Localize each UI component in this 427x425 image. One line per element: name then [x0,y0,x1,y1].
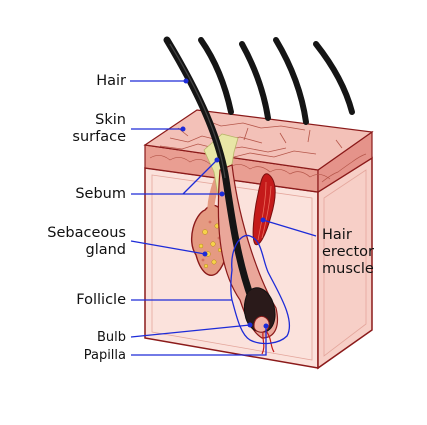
label-bulb: Bulb [96,330,126,345]
label-skin-surface: Skin surface [72,112,126,145]
label-sebum: Sebum [75,186,126,202]
bulb-leader [130,324,251,338]
epidermis-cells [149,153,367,183]
sebum-leader [131,159,222,195]
label-papilla: Papilla [83,348,126,363]
muscle-leader [262,219,317,237]
main-hair-shaft [163,36,256,304]
hair-erector-muscle [252,173,276,246]
muscle-fibers [257,181,272,241]
hair-shaft-highlight [169,43,226,179]
label-hair-erector-muscle: Hair erector muscle [322,227,374,277]
label-follicle: Follicle [76,292,126,308]
label-sebaceous-gland: Sebaceous gland [47,225,126,258]
leader-dots [180,78,269,329]
follicle-outline [230,234,291,345]
skin-top-surface [143,109,374,171]
sebaceous-gland-leader [130,240,206,255]
label-hair: Hair [96,73,126,89]
papilla-leader [131,326,267,356]
background-hairs [198,37,355,125]
leader-lines [130,80,317,356]
